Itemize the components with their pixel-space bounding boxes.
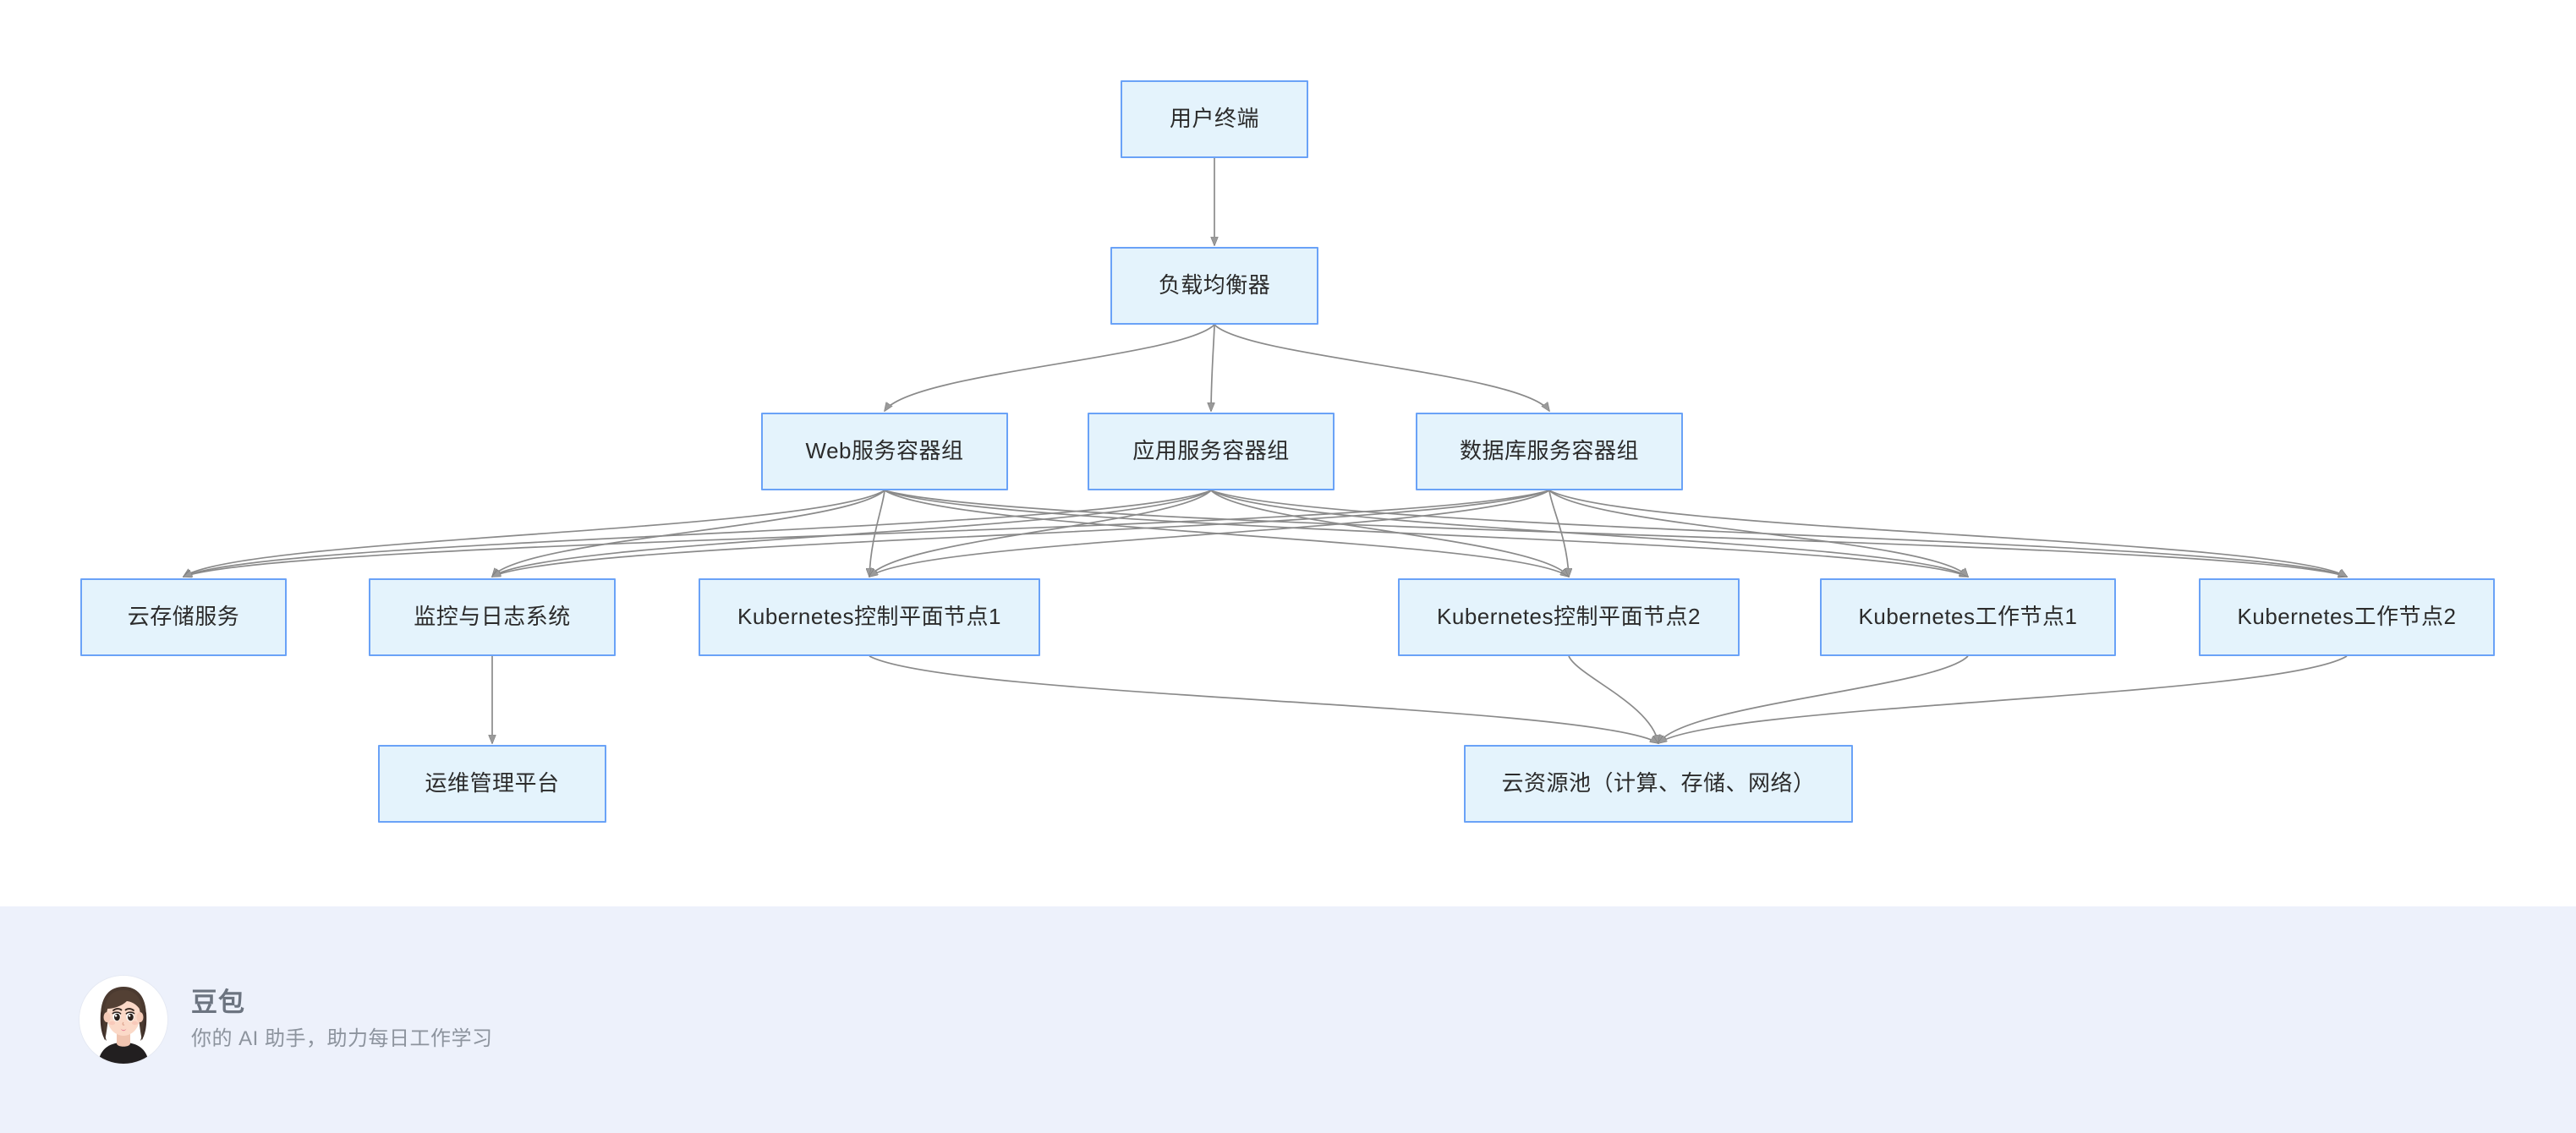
diagram-node-label: Kubernetes控制平面节点2 bbox=[1437, 604, 1701, 630]
diagram-node-label: Kubernetes工作节点2 bbox=[2237, 604, 2457, 630]
diagram-edge-db-to-ctrl2 bbox=[1548, 490, 1569, 577]
diagram-edge-db-to-worker2 bbox=[1548, 490, 2347, 577]
diagram-node-user[interactable]: 用户终端 bbox=[1121, 80, 1308, 158]
diagram-node-label: 云资源池（计算、存储、网络） bbox=[1501, 770, 1816, 796]
diagram-edge-app-to-ctrl1 bbox=[869, 490, 1212, 577]
diagram-node-ctrl2[interactable]: Kubernetes控制平面节点2 bbox=[1398, 578, 1740, 656]
diagram-edge-web-to-monitor bbox=[492, 490, 885, 577]
diagram-canvas[interactable]: 用户终端负载均衡器 Web服务容器组 应用服务容器组 数据库服务容器组云存储服务 监控与… bbox=[0, 0, 2576, 906]
diagram-edge-db-to-ctrl1 bbox=[869, 490, 1550, 577]
diagram-edge-ctrl1-to-pool bbox=[869, 655, 1658, 743]
diagram-node-label: Web服务容器组 bbox=[805, 438, 964, 464]
diagram-edge-app-to-monitor bbox=[492, 490, 1212, 577]
diagram-node-db[interactable]: 数据库服务容器组 bbox=[1416, 413, 1683, 490]
diagram-node-label: 应用服务容器组 bbox=[1132, 438, 1290, 464]
diagram-node-storage[interactable]: 云存储服务 bbox=[80, 578, 287, 656]
diagram-node-label: 数据库服务容器组 bbox=[1459, 438, 1639, 464]
diagram-node-web[interactable]: Web服务容器组 bbox=[761, 413, 1008, 490]
diagram-node-app[interactable]: 应用服务容器组 bbox=[1088, 413, 1335, 490]
diagram-node-label: Kubernetes工作节点1 bbox=[1858, 604, 2078, 630]
diagram-edge-ctrl2-to-pool bbox=[1568, 655, 1658, 743]
diagram-node-pool[interactable]: 云资源池（计算、存储、网络） bbox=[1464, 745, 1853, 823]
diagram-edge-app-to-storage bbox=[184, 490, 1212, 577]
diagram-node-label: 云存储服务 bbox=[127, 604, 240, 630]
diagram-node-worker1[interactable]: Kubernetes工作节点1 bbox=[1820, 578, 2116, 656]
diagram-edge-web-to-storage bbox=[184, 490, 885, 577]
diagram-edge-web-to-worker1 bbox=[884, 490, 1968, 577]
diagram-edge-app-to-ctrl2 bbox=[1210, 490, 1569, 577]
diagram-edge-db-to-monitor bbox=[492, 490, 1550, 577]
diagram-edge-lb-to-app bbox=[1211, 324, 1215, 411]
diagram-edge-worker1-to-pool bbox=[1658, 655, 1969, 743]
diagram-node-worker2[interactable]: Kubernetes工作节点2 bbox=[2199, 578, 2495, 656]
diagram-node-ops[interactable]: 运维管理平台 bbox=[378, 745, 606, 823]
diagram-edge-db-to-storage bbox=[184, 490, 1550, 577]
diagram-edge-app-to-worker1 bbox=[1210, 490, 1968, 577]
diagram-edge-web-to-ctrl2 bbox=[884, 490, 1569, 577]
assistant-name: 豆包 bbox=[191, 988, 245, 1018]
diagram-edge-web-to-worker2 bbox=[884, 490, 2347, 577]
diagram-node-lb[interactable]: 负载均衡器 bbox=[1110, 247, 1318, 325]
diagram-node-monitor[interactable]: 监控与日志系统 bbox=[369, 578, 616, 656]
assistant-tagline: 你的 AI 助手，助力每日工作学习 bbox=[191, 1026, 493, 1050]
diagram-edge-layer bbox=[0, 158, 2576, 906]
diagram-edge-app-to-worker2 bbox=[1210, 490, 2347, 577]
diagram-node-label: 监控与日志系统 bbox=[414, 604, 571, 630]
diagram-edge-db-to-worker1 bbox=[1548, 490, 1968, 577]
diagram-node-ctrl1[interactable]: Kubernetes控制平面节点1 bbox=[699, 578, 1040, 656]
diagram-node-label: 运维管理平台 bbox=[425, 770, 560, 796]
diagram-edge-worker2-to-pool bbox=[1658, 655, 2348, 743]
diagram-node-label: 用户终端 bbox=[1169, 106, 1259, 132]
diagram-node-label: Kubernetes控制平面节点1 bbox=[737, 604, 1001, 630]
diagram-edge-lb-to-web bbox=[885, 324, 1215, 411]
diagram-node-label: 负载均衡器 bbox=[1158, 272, 1271, 298]
assistant-footer: 豆包 你的 AI 助手，助力每日工作学习 bbox=[0, 906, 2576, 1133]
diagram-edge-lb-to-db bbox=[1214, 324, 1549, 411]
assistant-text-block: 豆包 你的 AI 助手，助力每日工作学习 bbox=[191, 985, 493, 1054]
assistant-avatar-icon bbox=[79, 976, 167, 1064]
